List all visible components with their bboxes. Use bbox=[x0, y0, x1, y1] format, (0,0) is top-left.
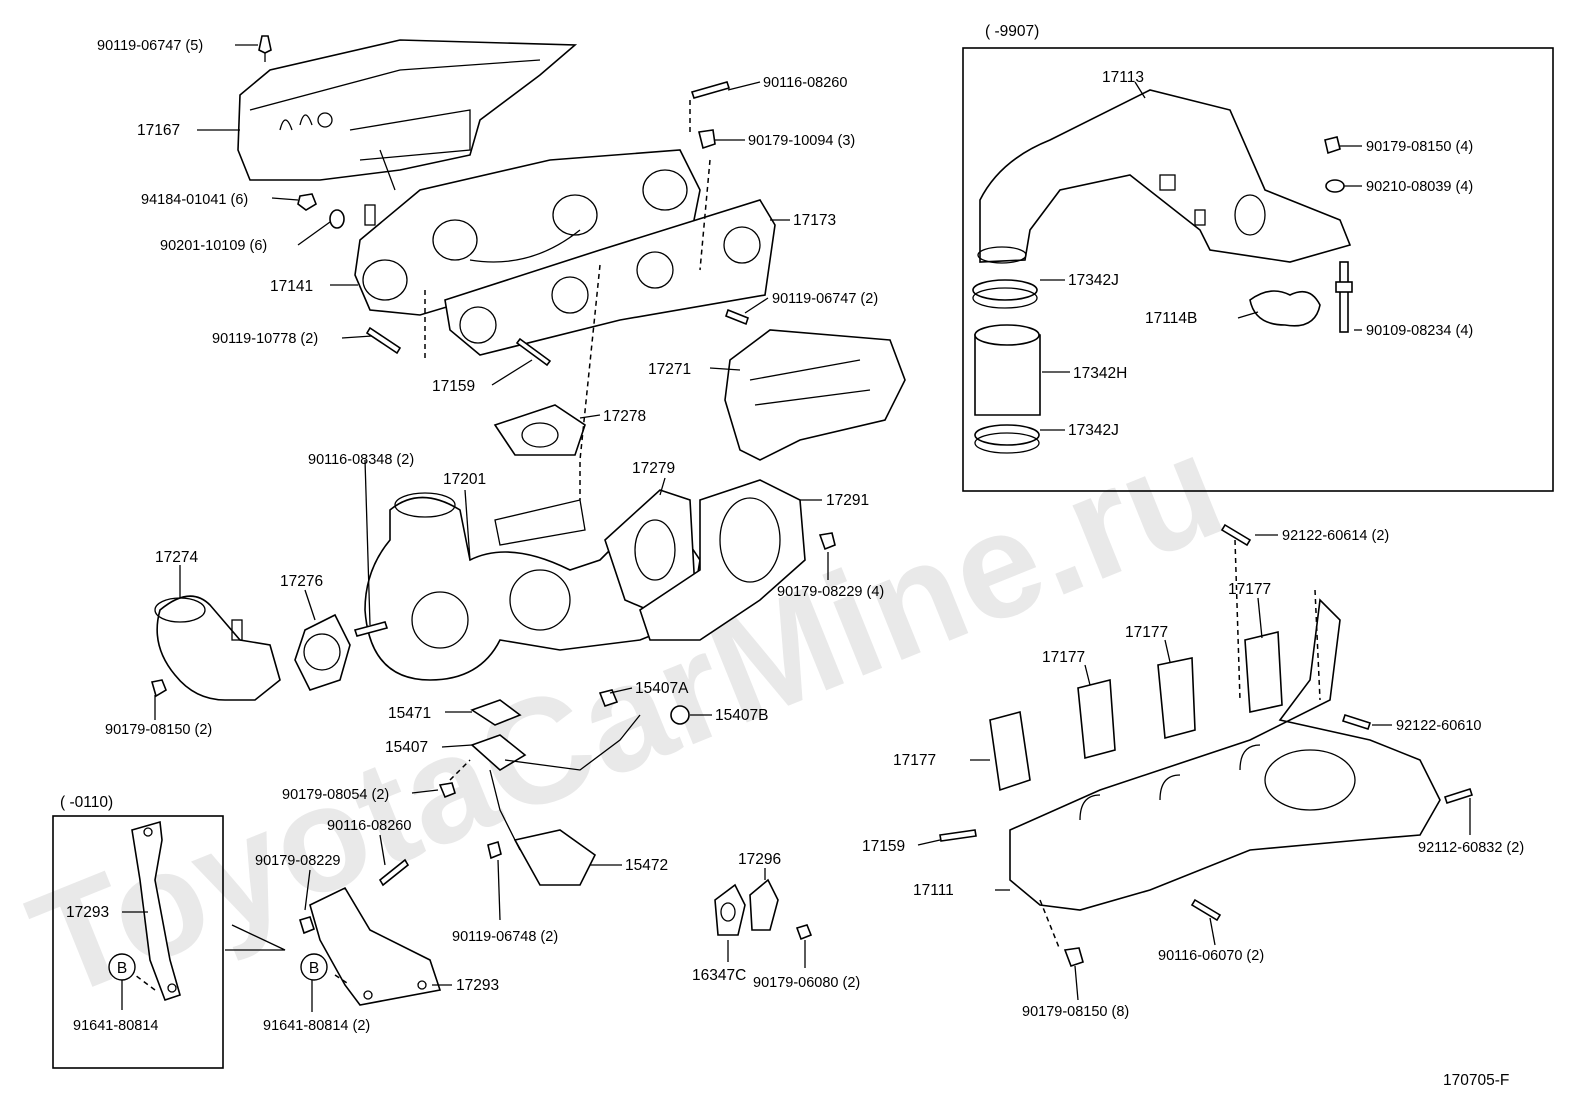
part-label-17279[interactable]: 17279 bbox=[632, 460, 675, 477]
watermark: ToyotaCarMine.ru bbox=[9, 400, 1244, 1029]
part-label-91641-80814[interactable]: 91641-80814 bbox=[73, 1018, 158, 1034]
part-label-17274[interactable]: 17274 bbox=[155, 549, 198, 566]
part-label-90119-06748-2[interactable]: 90119-06748 (2) bbox=[452, 929, 558, 945]
leader-lines bbox=[121, 44, 1471, 1012]
part-label-17293-inset[interactable]: 17293 bbox=[66, 904, 109, 921]
inset-box-bottom bbox=[52, 815, 224, 1069]
part-label-17159-upper[interactable]: 17159 bbox=[432, 378, 475, 395]
alignment-dashes bbox=[134, 100, 1321, 991]
part-label-17278[interactable]: 17278 bbox=[603, 408, 646, 425]
part-label-17276[interactable]: 17276 bbox=[280, 573, 323, 590]
part-label-17167[interactable]: 17167 bbox=[137, 122, 180, 139]
part-label-17113[interactable]: 17113 bbox=[1102, 69, 1144, 86]
inlet-pipe-17113-drawing bbox=[977, 89, 1352, 264]
part-label-15471[interactable]: 15471 bbox=[388, 705, 431, 722]
gasket-17173-drawing bbox=[444, 199, 776, 356]
part-label-17114B[interactable]: 17114B bbox=[1145, 310, 1197, 327]
part-label-92112-60832-2[interactable]: 92112-60832 (2) bbox=[1418, 840, 1524, 856]
hose-and-clamps-drawing bbox=[972, 136, 1353, 454]
part-label-17291[interactable]: 17291 bbox=[826, 492, 869, 509]
part-label-91641-80814-2[interactable]: 91641-80814 (2) bbox=[263, 1018, 370, 1034]
part-label-16347C[interactable]: 16347C bbox=[692, 967, 746, 984]
part-label-90210-08039-4[interactable]: 90210-08039 (4) bbox=[1366, 179, 1473, 195]
gasket-17276-drawing bbox=[294, 613, 389, 691]
part-label-17342J-lower[interactable]: 17342J bbox=[1068, 422, 1119, 439]
part-label-15472[interactable]: 15472 bbox=[625, 857, 668, 874]
part-label-17296[interactable]: 17296 bbox=[738, 851, 781, 868]
part-labels: 90119-06747 (5) 17167 94184-01041 (6) 90… bbox=[66, 38, 1524, 1089]
part-label-92122-60614-2[interactable]: 92122-60614 (2) bbox=[1282, 528, 1389, 544]
part-label-90179-08150-4[interactable]: 90179-08150 (4) bbox=[1366, 139, 1473, 155]
part-label-17293[interactable]: 17293 bbox=[456, 977, 499, 994]
part-label-90116-06070-2[interactable]: 90116-06070 (2) bbox=[1158, 948, 1264, 964]
bracket-17293-drawing bbox=[131, 820, 442, 1006]
part-label-17141[interactable]: 17141 bbox=[270, 278, 313, 295]
part-label-90119-10778-2[interactable]: 90119-10778 (2) bbox=[212, 331, 318, 347]
part-label-90116-08260-lower[interactable]: 90116-08260 bbox=[327, 818, 411, 834]
part-label-17159-lower[interactable]: 17159 bbox=[862, 838, 905, 855]
gaskets-17296-16347C-drawing bbox=[714, 878, 813, 941]
intake-elbow-17274-drawing bbox=[150, 595, 281, 701]
part-label-15407B[interactable]: 15407B bbox=[715, 707, 768, 724]
gasket-17278-drawing bbox=[493, 404, 586, 456]
gasket-17279-drawing bbox=[604, 489, 696, 616]
upper-fasteners-drawing bbox=[297, 81, 749, 367]
oil-pipe-drawing bbox=[298, 689, 690, 935]
part-label-17111[interactable]: 17111 bbox=[913, 882, 954, 899]
callout-b-left: B bbox=[108, 953, 136, 981]
part-label-90179-08229[interactable]: 90179-08229 bbox=[255, 853, 340, 869]
part-label-90179-08229-4[interactable]: 90179-08229 (4) bbox=[777, 584, 884, 600]
part-label-90119-06747-5[interactable]: 90119-06747 (5) bbox=[97, 38, 203, 54]
part-label-90119-06747-2[interactable]: 90119-06747 (2) bbox=[772, 291, 878, 307]
diagram-code: 170705-F bbox=[1443, 1072, 1509, 1089]
turbocharger-17201-drawing bbox=[364, 492, 701, 681]
inset-bottom-header: ( -0110) bbox=[60, 794, 113, 811]
part-label-90109-08234-4[interactable]: 90109-08234 (4) bbox=[1366, 323, 1473, 339]
inset-top-header: ( -9907) bbox=[985, 23, 1039, 40]
part-label-17271[interactable]: 17271 bbox=[648, 361, 691, 378]
part-label-17342J-upper[interactable]: 17342J bbox=[1068, 272, 1119, 289]
part-label-90179-10094-3[interactable]: 90179-10094 (3) bbox=[748, 133, 855, 149]
outlet-elbow-17291-drawing bbox=[639, 479, 836, 641]
part-label-90116-08348-2[interactable]: 90116-08348 (2) bbox=[308, 452, 414, 468]
part-label-90179-08150-2[interactable]: 90179-08150 (2) bbox=[105, 722, 212, 738]
heat-insulator-17167-drawing bbox=[237, 35, 578, 191]
part-label-15407[interactable]: 15407 bbox=[385, 739, 428, 756]
part-label-17201[interactable]: 17201 bbox=[443, 471, 486, 488]
part-label-90179-08054-2[interactable]: 90179-08054 (2) bbox=[282, 787, 389, 803]
part-label-17173[interactable]: 17173 bbox=[793, 212, 836, 229]
part-label-15407A[interactable]: 15407A bbox=[635, 680, 689, 697]
callout-b-right: B bbox=[300, 953, 328, 981]
part-label-92122-60610[interactable]: 92122-60610 bbox=[1396, 718, 1481, 734]
part-label-94184-01041-6[interactable]: 94184-01041 (6) bbox=[141, 192, 248, 208]
inset-box-top bbox=[962, 47, 1554, 492]
part-label-90179-08150-8[interactable]: 90179-08150 (8) bbox=[1022, 1004, 1129, 1020]
part-label-90179-06080-2[interactable]: 90179-06080 (2) bbox=[753, 975, 860, 991]
part-label-90116-08260-upper[interactable]: 90116-08260 bbox=[763, 75, 847, 91]
part-label-17177-b[interactable]: 17177 bbox=[1125, 624, 1168, 641]
callout-b-left-letter: B bbox=[117, 960, 127, 977]
part-label-90201-10109-6[interactable]: 90201-10109 (6) bbox=[160, 238, 267, 254]
part-label-17177-c[interactable]: 17177 bbox=[1228, 581, 1271, 598]
part-label-17342H[interactable]: 17342H bbox=[1073, 365, 1127, 382]
intake-manifold-17111-drawing bbox=[939, 523, 1474, 968]
part-label-17177-a[interactable]: 17177 bbox=[1042, 649, 1085, 666]
part-label-17177-d[interactable]: 17177 bbox=[893, 752, 936, 769]
heat-insulator-17271-drawing bbox=[724, 329, 906, 461]
callout-b-right-letter: B bbox=[309, 960, 319, 977]
